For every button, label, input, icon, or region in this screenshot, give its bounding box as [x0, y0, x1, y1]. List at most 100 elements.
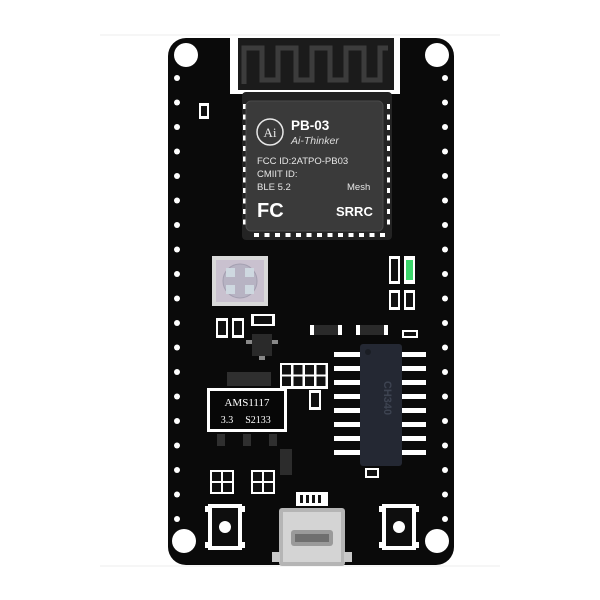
chip-lead — [334, 352, 360, 357]
module-pad — [243, 114, 246, 120]
module-pad — [387, 114, 390, 120]
smd-resistor-array — [216, 314, 275, 338]
module-pad — [243, 104, 246, 109]
pin-hole — [174, 295, 180, 302]
pin-hole — [174, 516, 180, 522]
pin-hole — [442, 320, 448, 326]
rnet-cell — [282, 365, 291, 375]
module-pad — [243, 198, 246, 204]
pin-hole — [442, 197, 448, 204]
module-pad — [348, 233, 354, 237]
pin-hole — [442, 418, 448, 424]
mounting-hole — [425, 43, 449, 67]
module-pad — [369, 233, 375, 237]
pin-hole — [442, 222, 448, 228]
module-pad — [275, 233, 280, 237]
pin-hole — [442, 148, 448, 155]
regulator-code: S2133 — [245, 415, 271, 426]
status-leds — [389, 256, 415, 310]
cmiit-id: CMIIT ID: — [257, 169, 297, 180]
pin-hole — [174, 124, 180, 130]
pin-hole — [442, 467, 448, 473]
chip-lead — [402, 450, 426, 455]
transistor — [246, 334, 278, 360]
chip-lead — [402, 436, 426, 441]
pin-hole — [174, 148, 180, 155]
pin-hole — [442, 173, 448, 179]
module-pad — [254, 233, 259, 237]
module-pad — [387, 167, 390, 172]
module-pad — [285, 233, 291, 237]
module-pad — [387, 104, 390, 109]
module-pad — [327, 233, 333, 237]
pin-hole — [174, 320, 180, 326]
module-pad — [317, 233, 322, 237]
rgb-led — [212, 256, 268, 306]
antenna-area — [230, 36, 400, 94]
module-pad — [359, 233, 364, 237]
pin-hole — [174, 271, 180, 277]
pin-hole — [174, 491, 180, 498]
mounting-hole — [425, 529, 449, 553]
pin-hole — [442, 295, 448, 302]
smd-resistor — [199, 103, 209, 119]
pin-hole — [174, 369, 180, 375]
pin-hole — [174, 418, 180, 424]
micro-usb-port[interactable] — [272, 492, 352, 566]
resistor-network — [280, 363, 328, 389]
chip-lead — [402, 380, 426, 385]
module-pad — [243, 156, 246, 162]
regulator-voltage: 3.3 — [221, 415, 234, 426]
rnet-cell — [316, 365, 326, 375]
pin-hole — [442, 491, 448, 498]
module-pad — [338, 233, 343, 237]
pin-hole — [442, 442, 448, 449]
pin-hole — [442, 99, 448, 106]
pin-hole — [174, 442, 180, 449]
module-pad — [387, 188, 390, 193]
module-pad — [387, 125, 390, 130]
chip-lead — [402, 352, 426, 357]
chip-lead — [334, 366, 360, 371]
module-pad — [243, 188, 246, 193]
rnet-cell — [282, 376, 291, 386]
module-pad — [387, 209, 390, 214]
usb-serial-chip: CH340 — [334, 344, 426, 466]
chip-lead — [402, 394, 426, 399]
pin-hole — [442, 124, 448, 130]
chip-lead — [402, 422, 426, 427]
pb03-module: Ai PB-03 Ai-Thinker FCC ID:2ATPO-PB03 CM… — [242, 92, 392, 240]
reset-button[interactable] — [205, 504, 245, 550]
rnet-cell — [293, 365, 303, 375]
rnet-cell — [293, 376, 303, 386]
pin-hole — [442, 369, 448, 375]
regulator-model: AMS1117 — [224, 397, 270, 409]
module-pad — [243, 125, 246, 130]
chip-lead — [402, 366, 426, 371]
pin-hole — [174, 222, 180, 228]
pin-hole — [174, 99, 180, 106]
misc-smd-parts — [280, 390, 379, 478]
mesh-label: Mesh — [347, 182, 370, 193]
pin-hole — [442, 516, 448, 522]
module-pad — [243, 135, 246, 141]
pin-hole — [442, 393, 448, 400]
voltage-regulator: AMS1117 3.3 S2133 — [207, 372, 287, 446]
chip-lead — [334, 380, 360, 385]
boot-button[interactable] — [379, 504, 419, 550]
pin-header-holes — [174, 75, 448, 522]
pin-hole — [442, 271, 448, 277]
chip-marking: CH340 — [381, 381, 393, 415]
module-pad — [243, 209, 246, 214]
pin-hole — [442, 75, 448, 81]
mounting-hole — [174, 43, 198, 67]
mounting-holes — [172, 43, 449, 553]
srrc-mark: SRRC — [336, 204, 373, 219]
smd-resistor-pairs — [210, 470, 275, 494]
module-pad — [387, 156, 390, 162]
ble-version: BLE 5.2 — [257, 182, 291, 193]
ai-logo — [256, 118, 284, 146]
pin-hole — [174, 344, 180, 351]
pin-hole — [442, 246, 448, 253]
